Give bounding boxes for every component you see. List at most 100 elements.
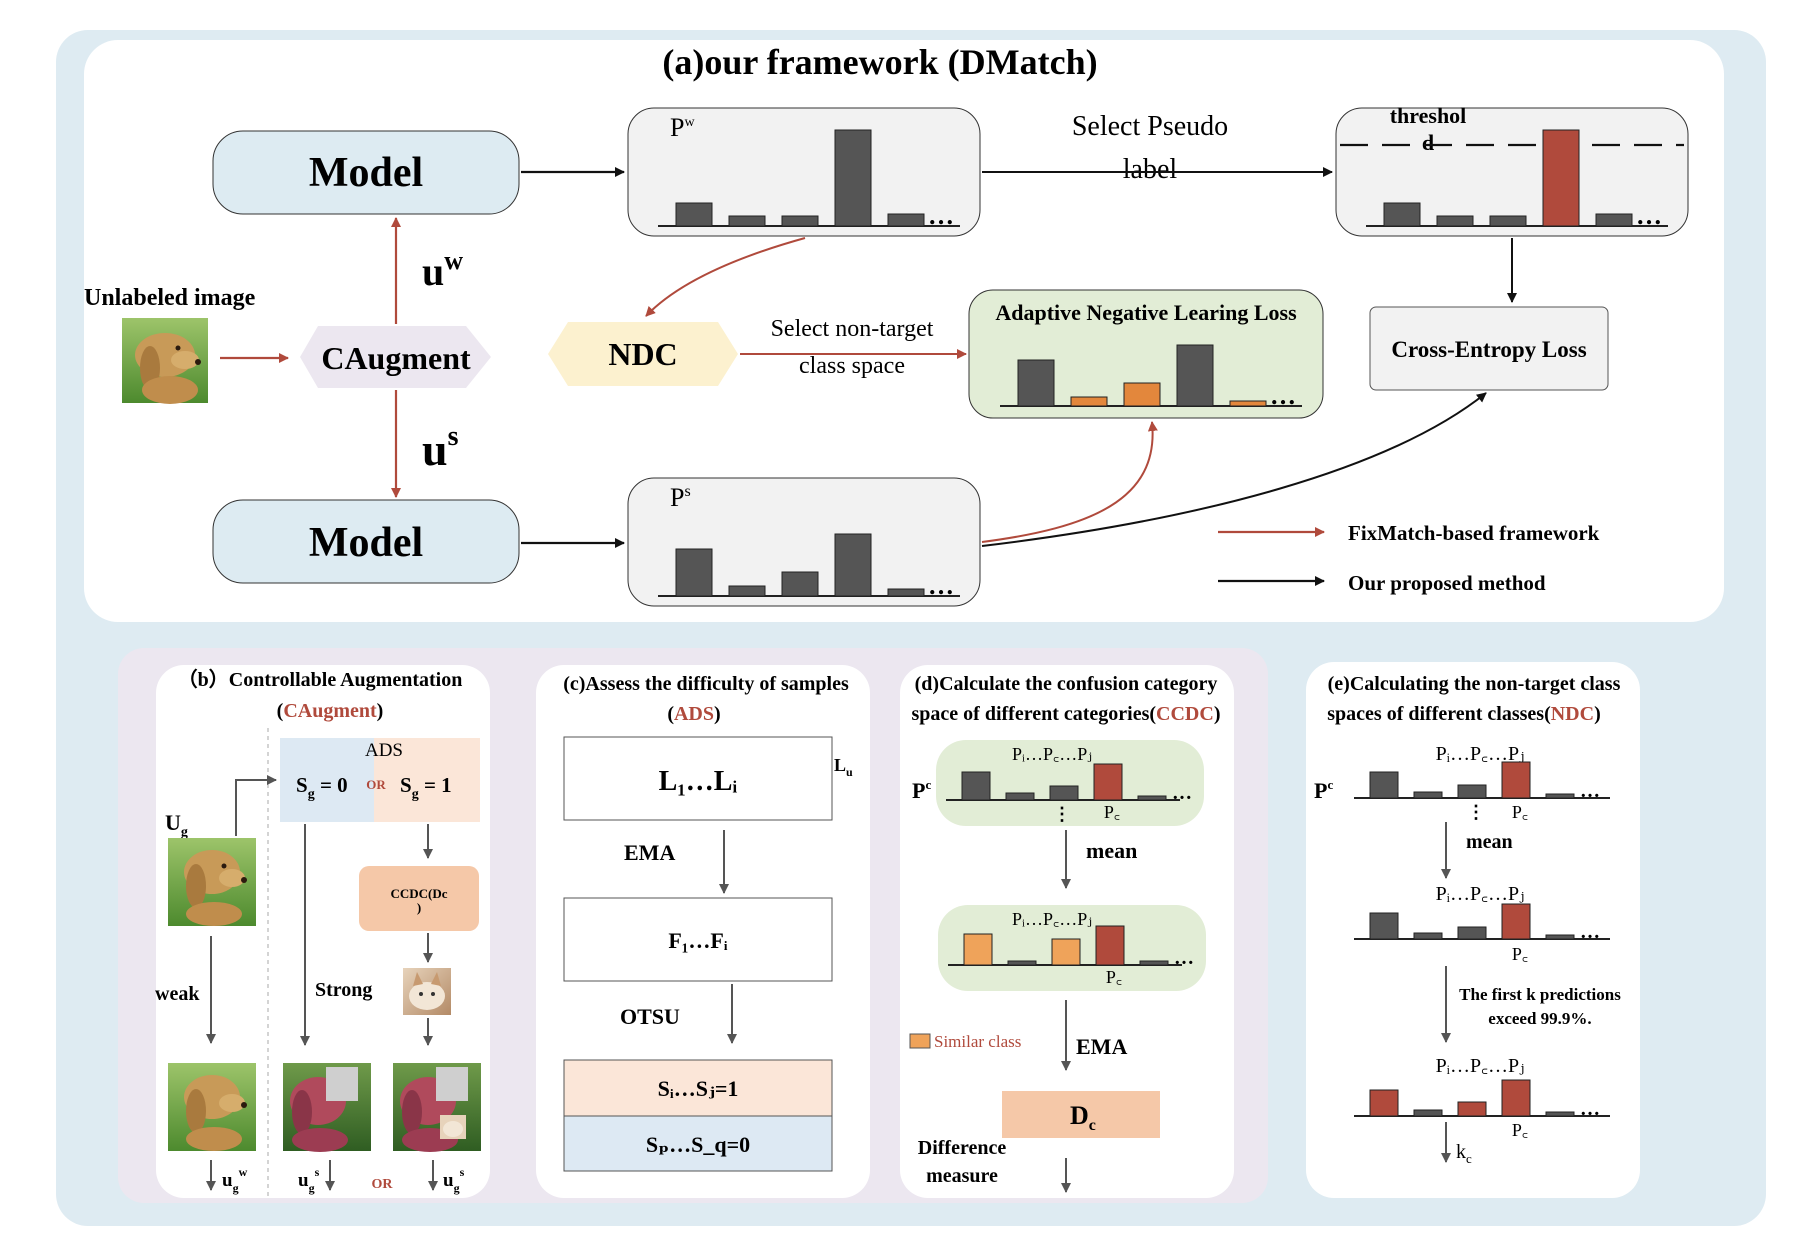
al-dots: … [1270, 381, 1296, 410]
threshold-line1: threshol [1390, 103, 1467, 128]
uw-label: uw [422, 246, 463, 294]
strong-aug-mixed-image [393, 1063, 481, 1152]
ug-dog-image [168, 838, 256, 926]
panel-b-title-line1: （b）Controllable Augmentation [178, 668, 463, 691]
model-bottom-box: Model [212, 499, 520, 584]
f-box: F₁…Fᵢ [563, 897, 833, 982]
lu-label: Lu [834, 755, 853, 779]
al-bar-1 [1017, 359, 1055, 407]
kc-label: kc [1456, 1141, 1472, 1166]
d-dots-1: … [1172, 782, 1192, 804]
firstk-line2: exceed 99.9%. [1488, 1009, 1591, 1028]
panel-c-title-line1: (c)Assess the difficulty of samples [563, 673, 849, 695]
pw-dots: … [928, 201, 954, 230]
pw-bar-5 [887, 213, 925, 227]
arrow-ps-to-adaptive [981, 421, 1158, 543]
al-bar-2 [1070, 396, 1108, 407]
e-pc-label: Pc [1314, 777, 1333, 803]
pw-bar-1 [675, 202, 713, 227]
ema-c-label: EMA [624, 840, 675, 865]
ps-bar-5 [887, 588, 925, 597]
otsu-label: OTSU [620, 1004, 680, 1029]
cross-entropy-box: Cross-Entropy Loss [1369, 306, 1609, 391]
caugment-label: CAugment [321, 340, 471, 376]
al-bar-3 [1123, 382, 1161, 407]
ug-label: Ug [165, 810, 188, 840]
select-pseudo-line1: Select Pseudo [1072, 111, 1228, 142]
cross-entropy-label: Cross-Entropy Loss [1391, 337, 1586, 362]
out-us2-label: ugs [443, 1165, 465, 1195]
arrow-pw-to-ndc [645, 237, 806, 317]
th-bar-4 [1542, 129, 1580, 227]
select-nontarget-line2: class space [799, 353, 905, 379]
similar-class-label: Similar class [934, 1032, 1021, 1051]
panel-d-title-line2: space of different categories(CCDC) [912, 703, 1221, 725]
ads-label: ADS [365, 740, 403, 761]
e-bars-1: Pᵢ…P꜀…Pⱼ … P꜀ ⋮ [1354, 743, 1610, 822]
ps-bar-3 [781, 571, 819, 597]
sg1-label: Sg = 1 [400, 773, 452, 802]
panel-d-title-line1: (d)Calculate the confusion category [915, 673, 1218, 695]
ps-bar-4 [834, 533, 872, 597]
s1-label: Sᵢ…Sⱼ=1 [658, 1076, 739, 1101]
ccdc-line1: CCDC(Dc [390, 886, 447, 901]
strong-label: Strong [315, 979, 372, 1001]
dc-label: Dc [1070, 1101, 1096, 1134]
th-bar-2 [1436, 215, 1474, 227]
diff-measure-line1: Difference [918, 1137, 1007, 1159]
us-label: us [422, 421, 459, 475]
l-box: L₁…Lᵢ [563, 736, 833, 821]
d-ema-label: EMA [1076, 1034, 1127, 1059]
ps-label: Ps [670, 483, 691, 512]
e-pi-pc-pj-3: Pᵢ…P꜀…Pⱼ [1436, 1055, 1525, 1077]
select-pseudo-line2: label [1123, 154, 1178, 185]
d-vdots-1: ⋮ [1053, 804, 1071, 824]
s-box: Sᵢ…Sⱼ=1 Sₚ…S_q=0 [563, 1059, 833, 1172]
ndc-node: NDC [548, 322, 738, 386]
e-mean-label: mean [1466, 831, 1513, 853]
e-pc-1: P꜀ [1512, 802, 1528, 822]
dc-box: Dc [1002, 1091, 1160, 1138]
e-dots-1: … [1580, 780, 1600, 802]
adaptive-loss-box: Adaptive Negative Learing Loss … [968, 289, 1324, 419]
out-us1-label: ugs [298, 1165, 320, 1195]
weak-label: weak [155, 983, 200, 1005]
out-or-label: OR [372, 1177, 394, 1192]
pw-label: Pw [670, 113, 695, 142]
d-pc-1: P꜀ [1104, 802, 1120, 822]
diff-measure-line2: measure [926, 1165, 998, 1187]
th-bar-3 [1489, 215, 1527, 227]
e-bars-2: Pᵢ…P꜀…Pⱼ … P꜀ [1354, 883, 1610, 964]
caugment-node: CAugment [300, 326, 491, 388]
arrow-ps-to-ce [981, 392, 1487, 547]
l-box-label: L₁…Lᵢ [659, 766, 738, 797]
e-pi-pc-pj-1: Pᵢ…P꜀…Pⱼ [1436, 743, 1525, 765]
d-pc-label: Pc [912, 777, 931, 803]
unlabeled-image-label: Unlabeled image [84, 285, 256, 311]
e-bars-3: Pᵢ…P꜀…Pⱼ … P꜀ [1354, 1055, 1610, 1140]
e-dots-2: … [1580, 921, 1600, 943]
model-top-label: Model [309, 150, 423, 196]
legend-ours-label: Our proposed method [1348, 571, 1546, 595]
f-box-label: F₁…Fᵢ [668, 928, 727, 953]
panel-b-title-line2: (CAugment) [277, 700, 384, 722]
pw-bar-3 [781, 215, 819, 227]
e-vdots-1: ⋮ [1467, 802, 1485, 822]
model-top-box: Model [212, 130, 520, 215]
ccdc-box: CCDC(Dc ) [359, 866, 479, 931]
arrow-ug-to-ads [235, 775, 277, 836]
ccdc-line2: ) [417, 900, 421, 915]
th-dots: … [1636, 201, 1662, 230]
s0-label: Sₚ…S_q=0 [646, 1132, 750, 1157]
ps-bar-1 [675, 548, 713, 597]
ads-or: OR [366, 777, 386, 792]
d-mean-label: mean [1086, 838, 1137, 863]
ads-box: ADS Sg = 0 OR Sg = 1 [280, 738, 480, 822]
ps-bar-2 [728, 585, 766, 597]
dog-image [122, 318, 208, 404]
panel-c-title-line2: (ADS) [667, 703, 720, 725]
panel-e-title-line2: spaces of different classes(NDC) [1327, 703, 1601, 725]
strong-aug-image [283, 1063, 371, 1152]
e-dots-3: … [1580, 1098, 1600, 1120]
